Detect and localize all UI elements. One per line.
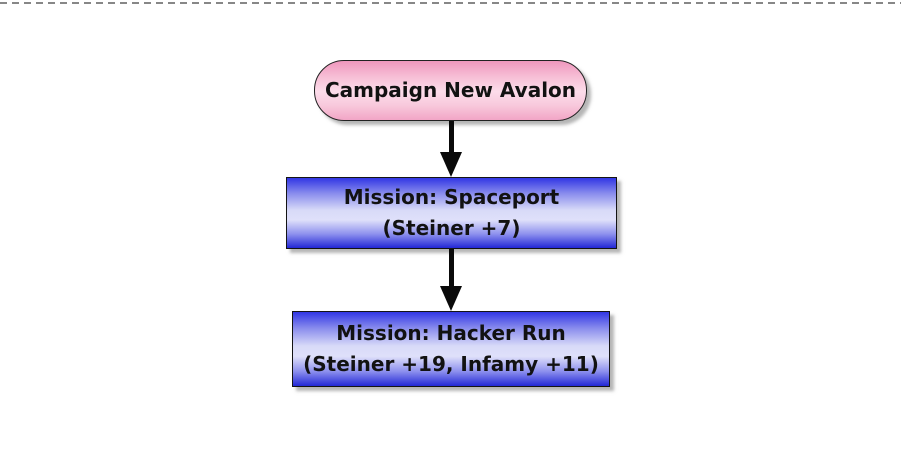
node-mission-spaceport: Mission: Spaceport (Steiner +7) [286,177,617,249]
node-mission-spaceport-subtitle: (Steiner +7) [382,216,521,240]
node-campaign-new-avalon: Campaign New Avalon [314,60,587,121]
node-mission-hacker-run: Mission: Hacker Run (Steiner +19, Infamy… [292,311,610,387]
connector-line [448,249,454,288]
node-mission-hacker-run-title: Mission: Hacker Run [336,321,566,345]
node-campaign-label: Campaign New Avalon [324,78,577,102]
page-top-dashed-border [0,2,901,4]
arrowhead-down-icon [440,286,462,311]
node-mission-hacker-run-subtitle: (Steiner +19, Infamy +11) [303,352,599,376]
connector-spaceport-to-hacker-run [439,249,463,311]
node-mission-spaceport-title: Mission: Spaceport [343,185,560,209]
connector-line [448,121,454,154]
arrowhead-down-icon [440,152,462,177]
connector-campaign-to-spaceport [439,121,463,177]
